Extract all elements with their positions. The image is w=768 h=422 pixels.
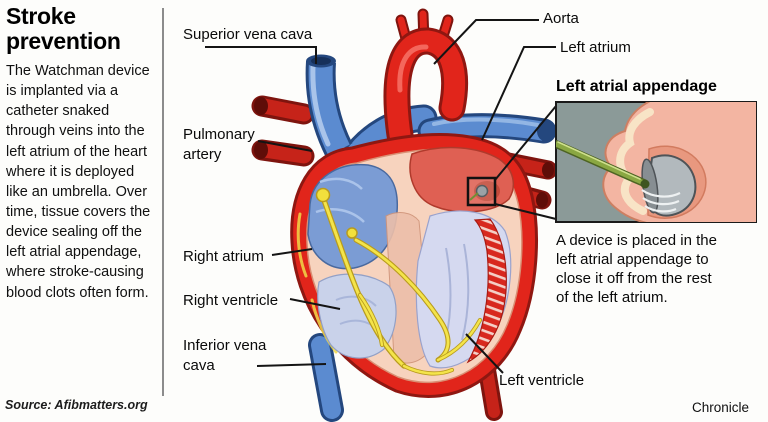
label-right-ventricle: Right ventricle [183, 292, 279, 309]
pointer-right-atrium [271, 248, 313, 256]
pointer-right-ventricle [289, 298, 341, 310]
right-atrium-shape [307, 163, 399, 270]
pointer-aorta [433, 19, 539, 65]
inset-heading: Left atrial appendage [556, 78, 717, 95]
pointer-left-ventricle [465, 333, 504, 374]
article-body: The Watchman device is implanted via a c… [6, 63, 151, 301]
superior-vena-cava-shape [305, 54, 353, 157]
publisher-credit: Chronicle [692, 400, 750, 415]
label-left-ventricle: Left ventricle [499, 372, 585, 389]
pointer-pulmonary-artery [257, 140, 313, 152]
label-aorta: Aorta [543, 10, 579, 27]
inset-catheter [556, 140, 650, 189]
pointer-superior-vena-cava [205, 46, 317, 64]
label-pulmonary-artery: Pulmonary artery [183, 126, 255, 163]
pointer-inferior-vena-cava [256, 363, 327, 367]
label-pointer-lines [205, 19, 556, 374]
inset-caption: A device is placed in the left atrial ap… [556, 232, 717, 307]
inset-illustration [555, 101, 757, 223]
aorta-shape [383, 8, 468, 149]
label-superior-vena-cava: Superior vena cava [183, 26, 313, 43]
article-title: Stroke prevention [6, 3, 121, 54]
magnifier-box [466, 105, 557, 220]
conduction-fibers [315, 187, 483, 376]
label-left-atrium: Left atrium [560, 39, 631, 56]
label-right-atrium: Right atrium [183, 248, 264, 265]
inset-device-coils [641, 189, 681, 213]
left-ventricle-shape [415, 210, 512, 369]
pointer-left-atrium [481, 46, 556, 141]
source-credit: Source: Afibmatters.org [5, 398, 148, 412]
label-inferior-vena-cava: Inferior vena cava [183, 337, 267, 374]
column-divider [162, 8, 164, 396]
